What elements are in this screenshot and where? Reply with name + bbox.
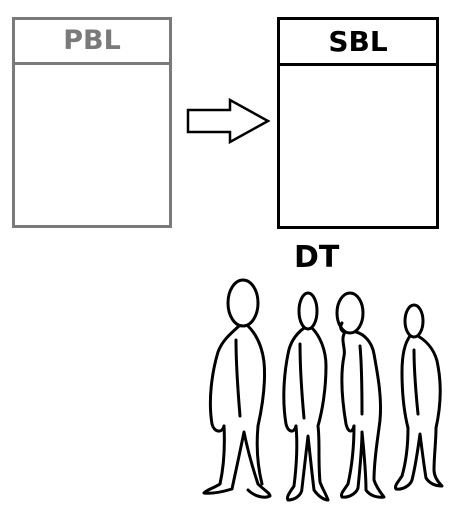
person-sketch-icon [335, 291, 386, 499]
right-arrow-icon [186, 98, 271, 144]
sbl-box: SBL [277, 17, 439, 229]
pbl-box: PBL [12, 17, 172, 228]
person-sketch-icon [394, 303, 444, 491]
sbl-box-label: SBL [280, 20, 436, 66]
person-sketch-icon [202, 278, 272, 499]
person-sketch-icon [282, 291, 330, 502]
pbl-box-label: PBL [15, 20, 169, 65]
dt-label: DT [294, 240, 340, 275]
